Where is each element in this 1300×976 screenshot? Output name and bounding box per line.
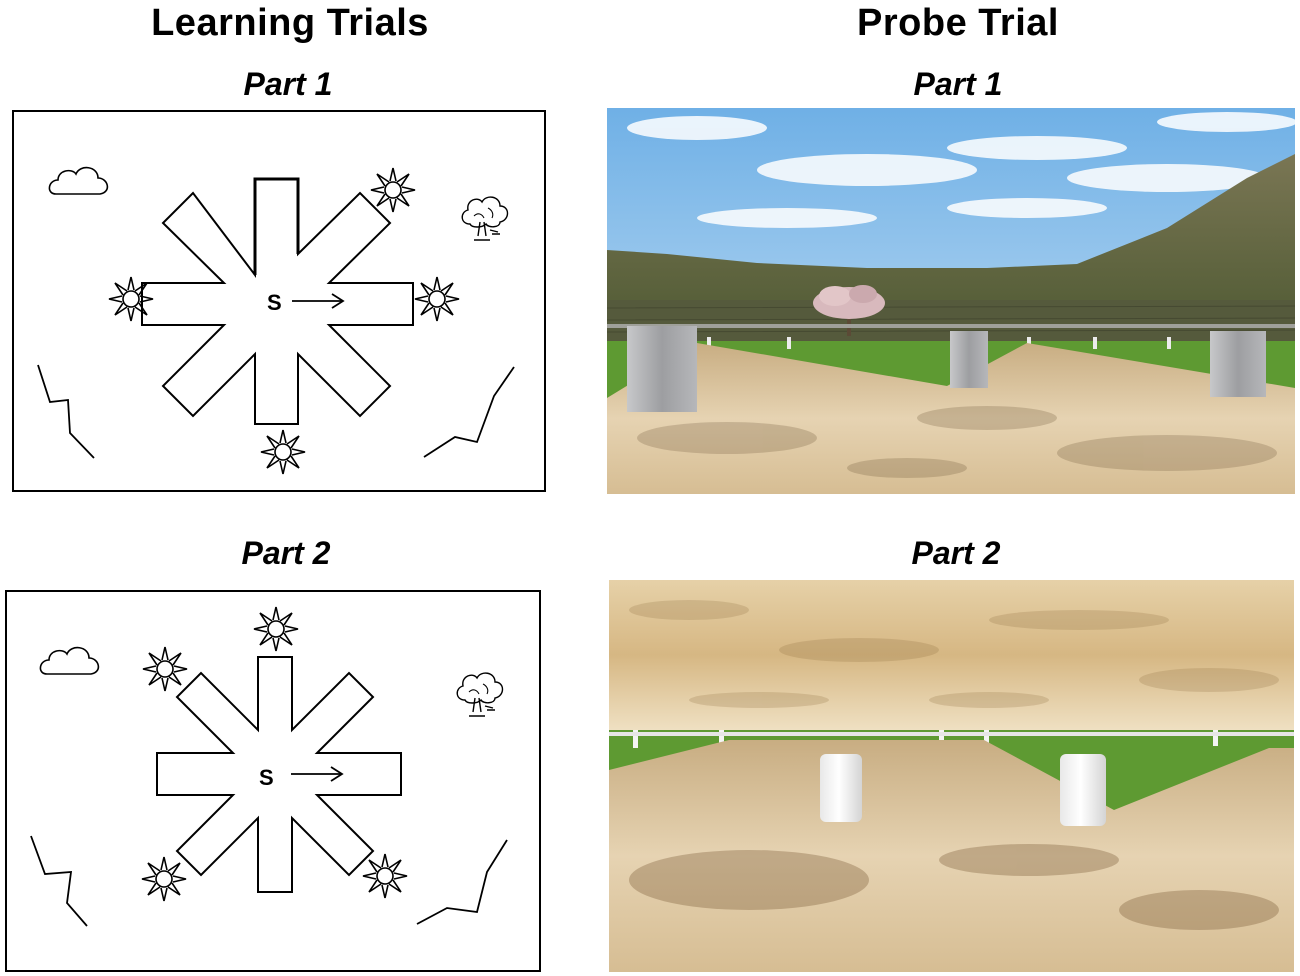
probe-part2-title: Part 2 [911,535,1001,571]
mountain-line-icon [423,366,515,458]
probe-part2-scene [609,580,1294,972]
learning-part1-title: Part 1 [243,66,333,102]
cherry-tree [813,285,885,336]
start-label: S [267,290,282,315]
hill [607,154,1295,338]
probe-part1-title: Part 1 [913,66,1003,102]
direction-arrow [292,293,345,309]
white-cylinder [820,754,862,822]
fence-posts [609,730,1294,748]
maze-radial-arm [156,656,402,893]
fence-posts [607,324,1295,351]
white-cylinder [1060,754,1106,826]
learning-trials-header: Learning Trials [151,2,429,44]
stone-pillar [950,331,988,388]
learning-part2-panel: S [5,590,542,974]
learning-part1-panel: S [12,110,547,493]
learning-part2-title: Part 2 [241,535,331,571]
arena-wall [609,580,1294,730]
start-label: S [259,765,274,790]
ground-path [609,740,1294,972]
direction-arrow [291,766,344,782]
probe-part1-scene [607,108,1295,494]
mountain-line-icon [416,839,508,925]
ground-path [607,343,1295,494]
mountain-line-icon [37,364,95,459]
probe-trial-header: Probe Trial [857,2,1059,44]
mountain-line-icon [30,835,88,927]
stone-pillar [627,326,697,412]
sky-clouds [627,112,1295,228]
stone-pillar [1210,331,1266,397]
